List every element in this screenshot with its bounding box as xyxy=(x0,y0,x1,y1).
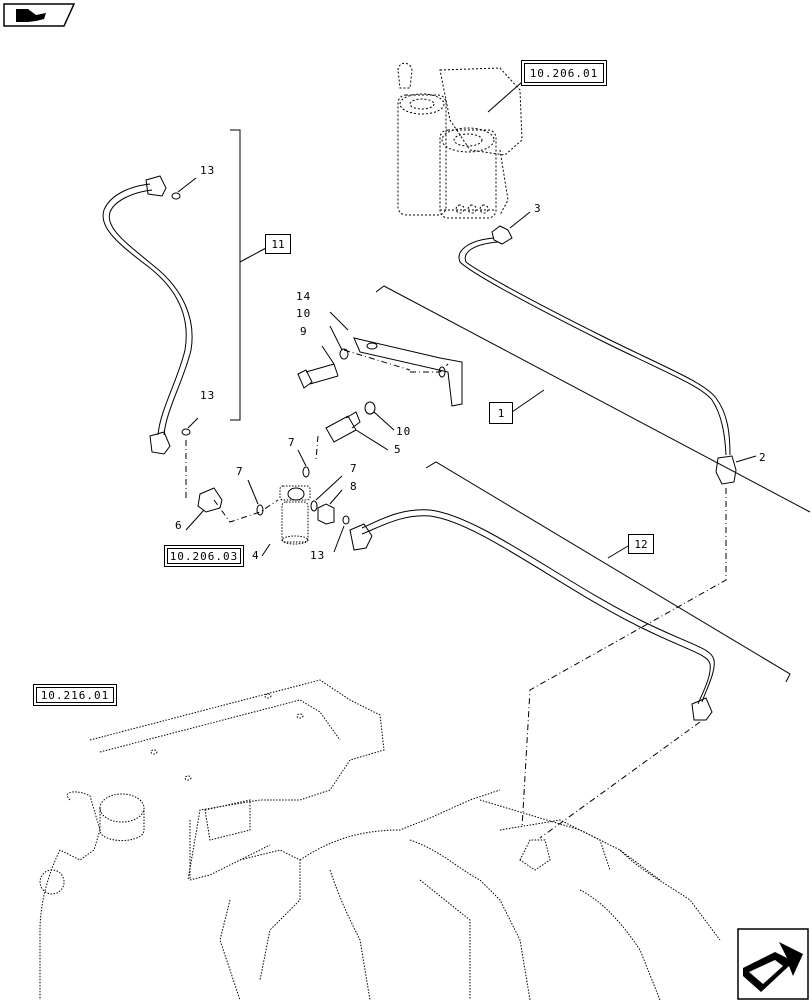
next-page-button[interactable] xyxy=(737,928,809,1000)
line-12-bottom-nut xyxy=(691,697,713,721)
page-forward-arrow-icon xyxy=(737,928,809,1000)
previous-page-button[interactable] xyxy=(2,2,76,28)
part-number-10-bottom: 10 xyxy=(396,425,412,438)
callout-11: 11 xyxy=(265,234,291,254)
part-number-14: 14 xyxy=(296,290,312,303)
part-number-7-top: 7 xyxy=(288,436,296,449)
part-number-5: 5 xyxy=(394,443,402,456)
callout-1: 1 xyxy=(489,402,513,424)
line-12-top-nut xyxy=(349,523,373,551)
part-number-13-bottom: 13 xyxy=(310,549,326,562)
part-number-13-mid: 13 xyxy=(200,389,216,402)
ref-fuel-filter[interactable]: 10.206.03 xyxy=(164,545,244,567)
line-11-bottom-nut xyxy=(149,431,171,455)
line-11-top-nut xyxy=(145,175,167,197)
fuel-line-12 xyxy=(361,509,715,705)
part-number-3: 3 xyxy=(534,202,542,215)
part-number-10-top: 10 xyxy=(296,307,312,320)
part-number-4: 4 xyxy=(252,549,260,562)
part-number-9: 9 xyxy=(300,325,308,338)
filter-head-assembly xyxy=(397,62,523,219)
seal-7-left xyxy=(256,504,264,516)
seal-13-top xyxy=(171,192,181,200)
part-number-13-top: 13 xyxy=(200,164,216,177)
part-number-6: 6 xyxy=(175,519,183,532)
banjo-bolt-5-shape xyxy=(325,411,361,443)
fitting-2-shape xyxy=(715,455,737,485)
leader-filter-head xyxy=(487,81,523,113)
washer-10-top xyxy=(339,348,349,360)
fitting-8-shape xyxy=(317,503,335,525)
fuel-line-11 xyxy=(102,183,193,436)
fitting-3-shape xyxy=(491,225,513,245)
callout-12: 12 xyxy=(628,534,654,554)
ref-engine[interactable]: 10.216.01 xyxy=(33,684,117,706)
engine-block-shape xyxy=(39,679,721,1000)
seal-7-top xyxy=(302,466,310,478)
bolt-9-shape xyxy=(297,363,339,389)
ref-filter-head[interactable]: 10.206.01 xyxy=(521,60,607,86)
bracket-14-shape xyxy=(353,337,463,407)
seal-7-right xyxy=(310,500,318,512)
nut-6-shape xyxy=(197,487,223,513)
fuel-filter-4-shape xyxy=(279,485,311,545)
part-number-8: 8 xyxy=(350,480,358,493)
fuel-line-1 xyxy=(458,237,731,456)
seal-13-mid xyxy=(181,428,191,436)
page-back-arrow-icon xyxy=(3,3,76,27)
washer-10-bottom xyxy=(364,401,376,415)
part-number-7-left: 7 xyxy=(236,465,244,478)
part-number-7-right: 7 xyxy=(350,462,358,475)
part-number-2: 2 xyxy=(759,451,767,464)
seal-13-bottom xyxy=(342,515,350,525)
